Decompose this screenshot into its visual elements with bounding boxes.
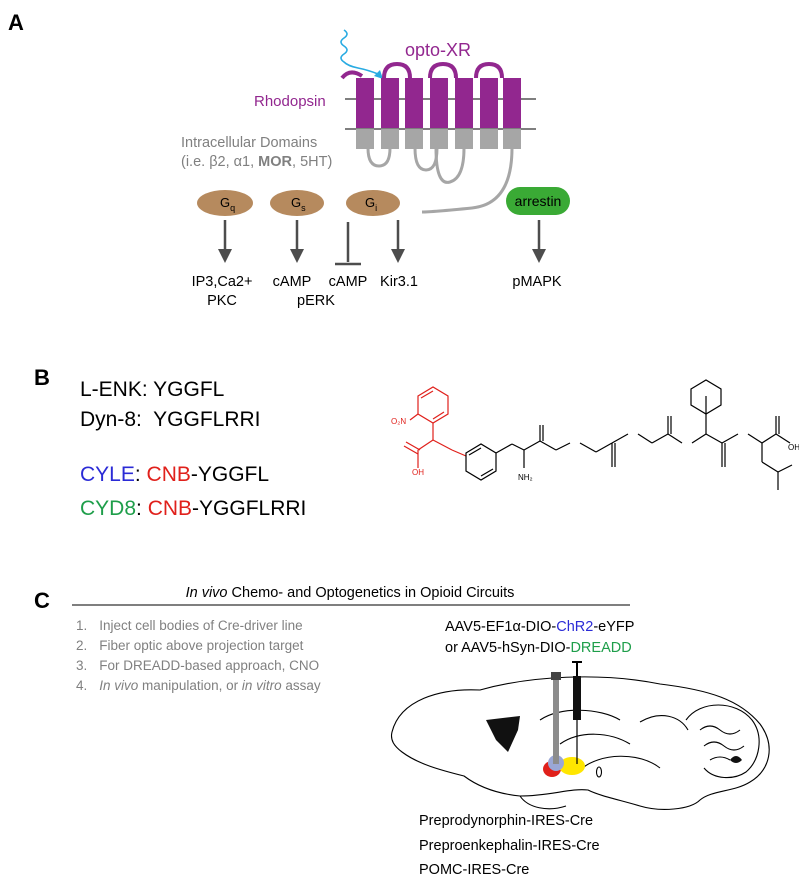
vector-dreadd: or AAV5-hSyn-DIO-DREADD xyxy=(445,640,632,656)
svg-text:Gi: Gi xyxy=(365,195,377,213)
step-2: 2.Fiber optic above projection target xyxy=(76,638,304,653)
yellow-injection-site xyxy=(559,757,585,775)
gs-output-line1: cAMP xyxy=(273,274,312,290)
cyle-sequence: CYLE: CNB-YGGFL xyxy=(80,463,269,486)
panel-a-label: A xyxy=(8,10,24,35)
mouse-brain-sagittal xyxy=(390,676,770,810)
panel-c-label: C xyxy=(34,588,50,613)
dyn8-sequence: Dyn-8: YGGFLRRI xyxy=(80,408,261,431)
svg-text:arrestin: arrestin xyxy=(515,193,562,209)
signaling-arrows xyxy=(218,220,546,266)
intracellular-domain-blocks xyxy=(356,129,521,149)
vector-chr2: AAV5-EF1α-DIO-ChR2-eYFP xyxy=(445,619,634,635)
gq-output-line1: IP3,Ca2+ xyxy=(192,274,253,290)
gi-inhibited-output: cAMP xyxy=(329,274,368,290)
fiber-optic-ferrule xyxy=(551,672,561,680)
gq-output-line2: PKC xyxy=(207,293,237,309)
gs-protein: Gs xyxy=(270,190,324,216)
svg-text:OH: OH xyxy=(788,443,799,452)
panel-b-label: B xyxy=(34,365,50,390)
svg-text:Gs: Gs xyxy=(291,195,306,213)
lenk-sequence: L-ENK: YGGFL xyxy=(80,378,224,401)
cyd8-sequence: CYD8: CNB-YGGFLRRI xyxy=(80,497,306,520)
svg-text:Gq: Gq xyxy=(220,195,235,213)
gs-output-line2: pERK xyxy=(297,293,335,309)
light-squiggle-icon xyxy=(340,29,379,75)
panel-c-title: In vivo Chemo- and Optogenetics in Opioi… xyxy=(186,585,515,601)
light-arrowhead-icon xyxy=(374,70,383,79)
transmembrane-helices xyxy=(356,78,521,128)
gi-protein: Gi xyxy=(346,190,400,216)
svg-text:NH₂: NH₂ xyxy=(518,473,533,482)
cre-line-3: POMC-IRES-Cre xyxy=(419,862,529,878)
cre-line-2: Preproenkephalin-IRES-Cre xyxy=(419,838,600,854)
svg-text:OH: OH xyxy=(412,468,424,477)
step-4: 4.In vivo manipulation, or in vitro assa… xyxy=(76,678,321,693)
gi-activated-output: Kir3.1 xyxy=(380,274,418,290)
intracellular-loops xyxy=(366,147,514,214)
protocol-steps: 1.Inject cell bodies of Cre-driver line … xyxy=(76,618,321,693)
ventricle-shape xyxy=(486,716,520,752)
svg-text:O₂N: O₂N xyxy=(391,417,406,426)
intracellular-domains-label: Intracellular Domains xyxy=(181,135,317,151)
step-1: 1.Inject cell bodies of Cre-driver line xyxy=(76,618,303,633)
intracellular-examples-label: (i.e. β2, α1, MOR, 5HT) xyxy=(181,154,332,170)
fiber-optic-cannula xyxy=(553,676,559,764)
step-3: 3.For DREADD-based approach, CNO xyxy=(76,658,319,673)
opto-xr-label: opto-XR xyxy=(405,40,471,60)
injection-syringe-icon xyxy=(572,661,582,764)
arrestin-badge: arrestin xyxy=(506,187,570,215)
cre-line-1: Preprodynorphin-IRES-Cre xyxy=(419,813,593,829)
rhodopsin-label: Rhodopsin xyxy=(254,93,326,110)
extracellular-loops xyxy=(340,61,504,80)
gq-protein: Gq xyxy=(197,190,253,216)
arrestin-output: pMAPK xyxy=(512,274,561,290)
ventricle-small xyxy=(730,756,742,763)
cyle-chemical-structure: O₂N OH NH₂ OH xyxy=(391,379,799,490)
